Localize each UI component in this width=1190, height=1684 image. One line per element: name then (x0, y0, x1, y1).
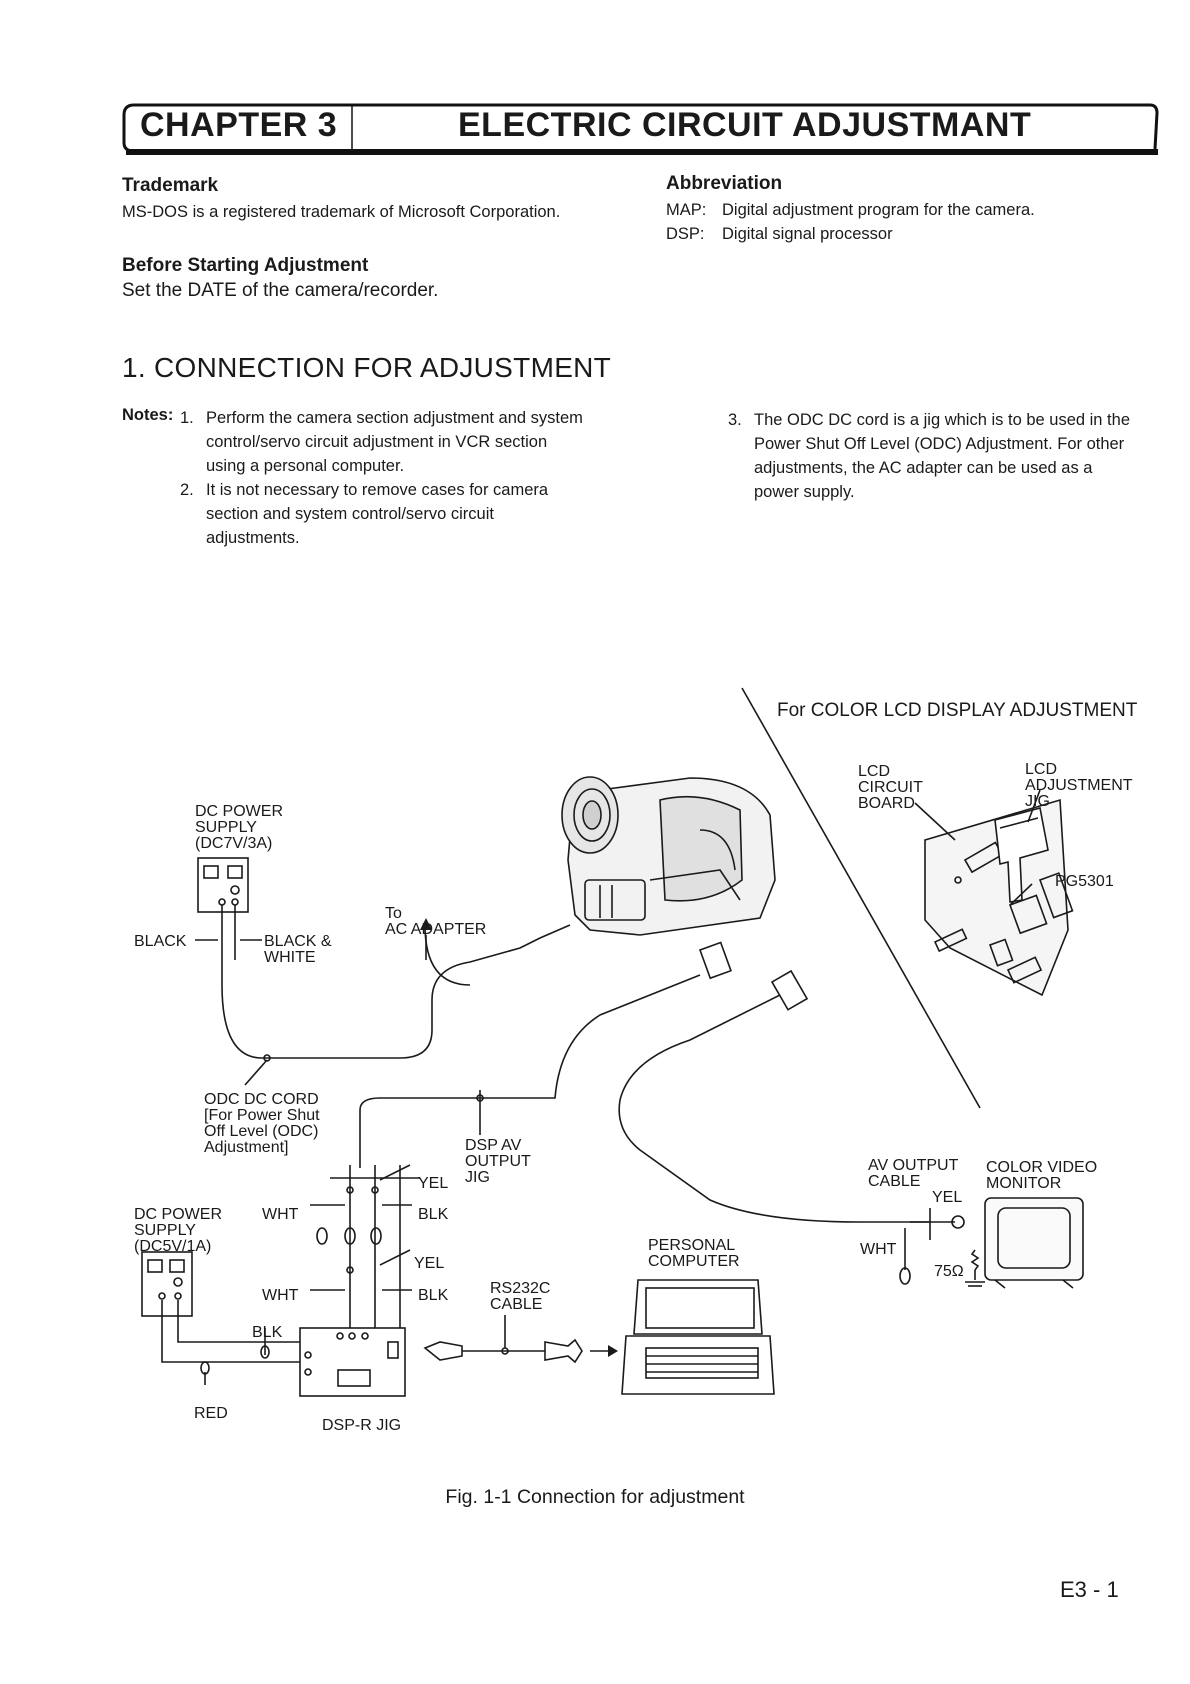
label-monitor-2: MONITOR (986, 1175, 1061, 1192)
abbreviation-list: MAP: Digital adjustment program for the … (666, 198, 1035, 246)
before-starting-text: Set the DATE of the camera/recorder. (122, 280, 439, 301)
label-wht-1: WHT (262, 1206, 299, 1223)
abbreviation-item: DSP: Digital signal processor (666, 222, 1035, 246)
label-odc-cord-1: ODC DC CORD (204, 1091, 319, 1108)
abbreviation-value: Digital adjustment program for the camer… (722, 201, 1035, 219)
label-yel-3: YEL (932, 1189, 962, 1206)
label-dc-power-1-2: SUPPLY (195, 819, 257, 836)
connection-diagram: For COLOR LCD DISPLAY ADJUSTMENT LCD CIR… (134, 687, 1138, 1434)
dc-power-supply-1 (197, 857, 249, 913)
chapter-header-bar (120, 103, 1160, 155)
label-lcd-jig-1: LCD (1025, 761, 1057, 778)
abbreviation-heading: Abbreviation (666, 173, 783, 194)
abbreviation-item: MAP: Digital adjustment program for the … (666, 198, 1035, 222)
label-dsp-av-3: JIG (465, 1169, 490, 1186)
note-text: The ODC DC cord is a jig which is to be … (754, 411, 1130, 501)
label-wht-3: WHT (860, 1241, 897, 1258)
dc-power-supply-2 (141, 1251, 193, 1317)
abbreviation-value: Digital signal processor (722, 225, 893, 243)
label-lcd-board-3: BOARD (858, 795, 915, 812)
chapter-number: CHAPTER 3 (140, 106, 338, 144)
label-odc-cord-3: Off Level (ODC) (204, 1123, 318, 1140)
label-rs232c-2: CABLE (490, 1296, 542, 1313)
label-dc-power-1-3: (DC7V/3A) (195, 835, 272, 852)
label-dc-power-2-1: DC POWER (134, 1206, 222, 1223)
label-lcd-jig-2: ADJUSTMENT (1025, 777, 1133, 794)
lcd-adjustment-jig (994, 807, 1049, 903)
chapter-title: ELECTRIC CIRCUIT ADJUSTMANT (458, 106, 1032, 144)
section-title: 1. CONNECTION FOR ADJUSTMENT (122, 352, 612, 383)
label-dc-power-1-1: DC POWER (195, 803, 283, 820)
figure-caption: Fig. 1-1 Connection for adjustment (445, 1486, 745, 1508)
label-dsp-av-2: OUTPUT (465, 1153, 531, 1170)
label-av-output-2: CABLE (868, 1173, 920, 1190)
note-text: Perform the camera section adjustment an… (206, 409, 583, 475)
before-starting-heading: Before Starting Adjustment (122, 255, 369, 276)
lcd-section-divider (741, 687, 981, 1109)
abbreviation-key: MAP: (666, 201, 707, 219)
note-text: It is not necessary to remove cases for … (206, 481, 549, 547)
label-black: BLACK (134, 933, 187, 950)
label-75-ohm: 75Ω (934, 1263, 964, 1280)
label-black-white-2: WHITE (264, 949, 316, 966)
label-yel-1: YEL (418, 1175, 448, 1192)
dsp-r-jig (299, 1327, 406, 1397)
label-dsp-r-jig: DSP-R JIG (322, 1417, 401, 1434)
label-rs232c-1: RS232C (490, 1280, 550, 1297)
trademark-text: MS-DOS is a registered trademark of Micr… (122, 203, 561, 221)
label-dc-power-2-3: (DC5V/1A) (134, 1238, 211, 1255)
label-to-ac-1: To (385, 905, 402, 922)
label-pg5301: PG5301 (1055, 873, 1114, 890)
personal-computer-illustration (621, 1279, 775, 1395)
label-odc-cord-2: [For Power Shut (204, 1107, 320, 1124)
label-blk-3: BLK (252, 1324, 283, 1341)
label-pc-2: COMPUTER (648, 1253, 740, 1270)
label-lcd-jig-3: JIG (1025, 793, 1050, 810)
label-yel-2: YEL (414, 1255, 444, 1272)
note-number: 2. (180, 481, 194, 499)
label-monitor-1: COLOR VIDEO (986, 1159, 1097, 1176)
label-lcd-board-2: CIRCUIT (858, 779, 923, 796)
camcorder-illustration (561, 776, 776, 936)
label-pc-1: PERSONAL (648, 1237, 735, 1254)
label-dsp-av-1: DSP AV (465, 1137, 522, 1154)
notes-label: Notes: (122, 406, 174, 424)
label-color-lcd-heading: For COLOR LCD DISPLAY ADJUSTMENT (777, 700, 1138, 721)
page-number: E3 - 1 (1060, 1577, 1119, 1602)
label-dc-power-2-2: SUPPLY (134, 1222, 196, 1239)
abbreviation-key: DSP: (666, 225, 705, 243)
label-wht-2: WHT (262, 1287, 299, 1304)
label-blk-1: BLK (418, 1206, 449, 1223)
note-number: 3. (728, 411, 742, 429)
label-to-ac-2: AC ADAPTER (385, 921, 486, 938)
label-lcd-board-1: LCD (858, 763, 890, 780)
note-number: 1. (180, 409, 194, 427)
label-blk-2: BLK (418, 1287, 449, 1304)
color-video-monitor (984, 1197, 1084, 1289)
label-red: RED (194, 1405, 228, 1422)
label-black-white-1: BLACK & (264, 933, 332, 950)
trademark-heading: Trademark (122, 175, 219, 196)
label-av-output-1: AV OUTPUT (868, 1157, 959, 1174)
label-odc-cord-4: Adjustment] (204, 1139, 288, 1156)
